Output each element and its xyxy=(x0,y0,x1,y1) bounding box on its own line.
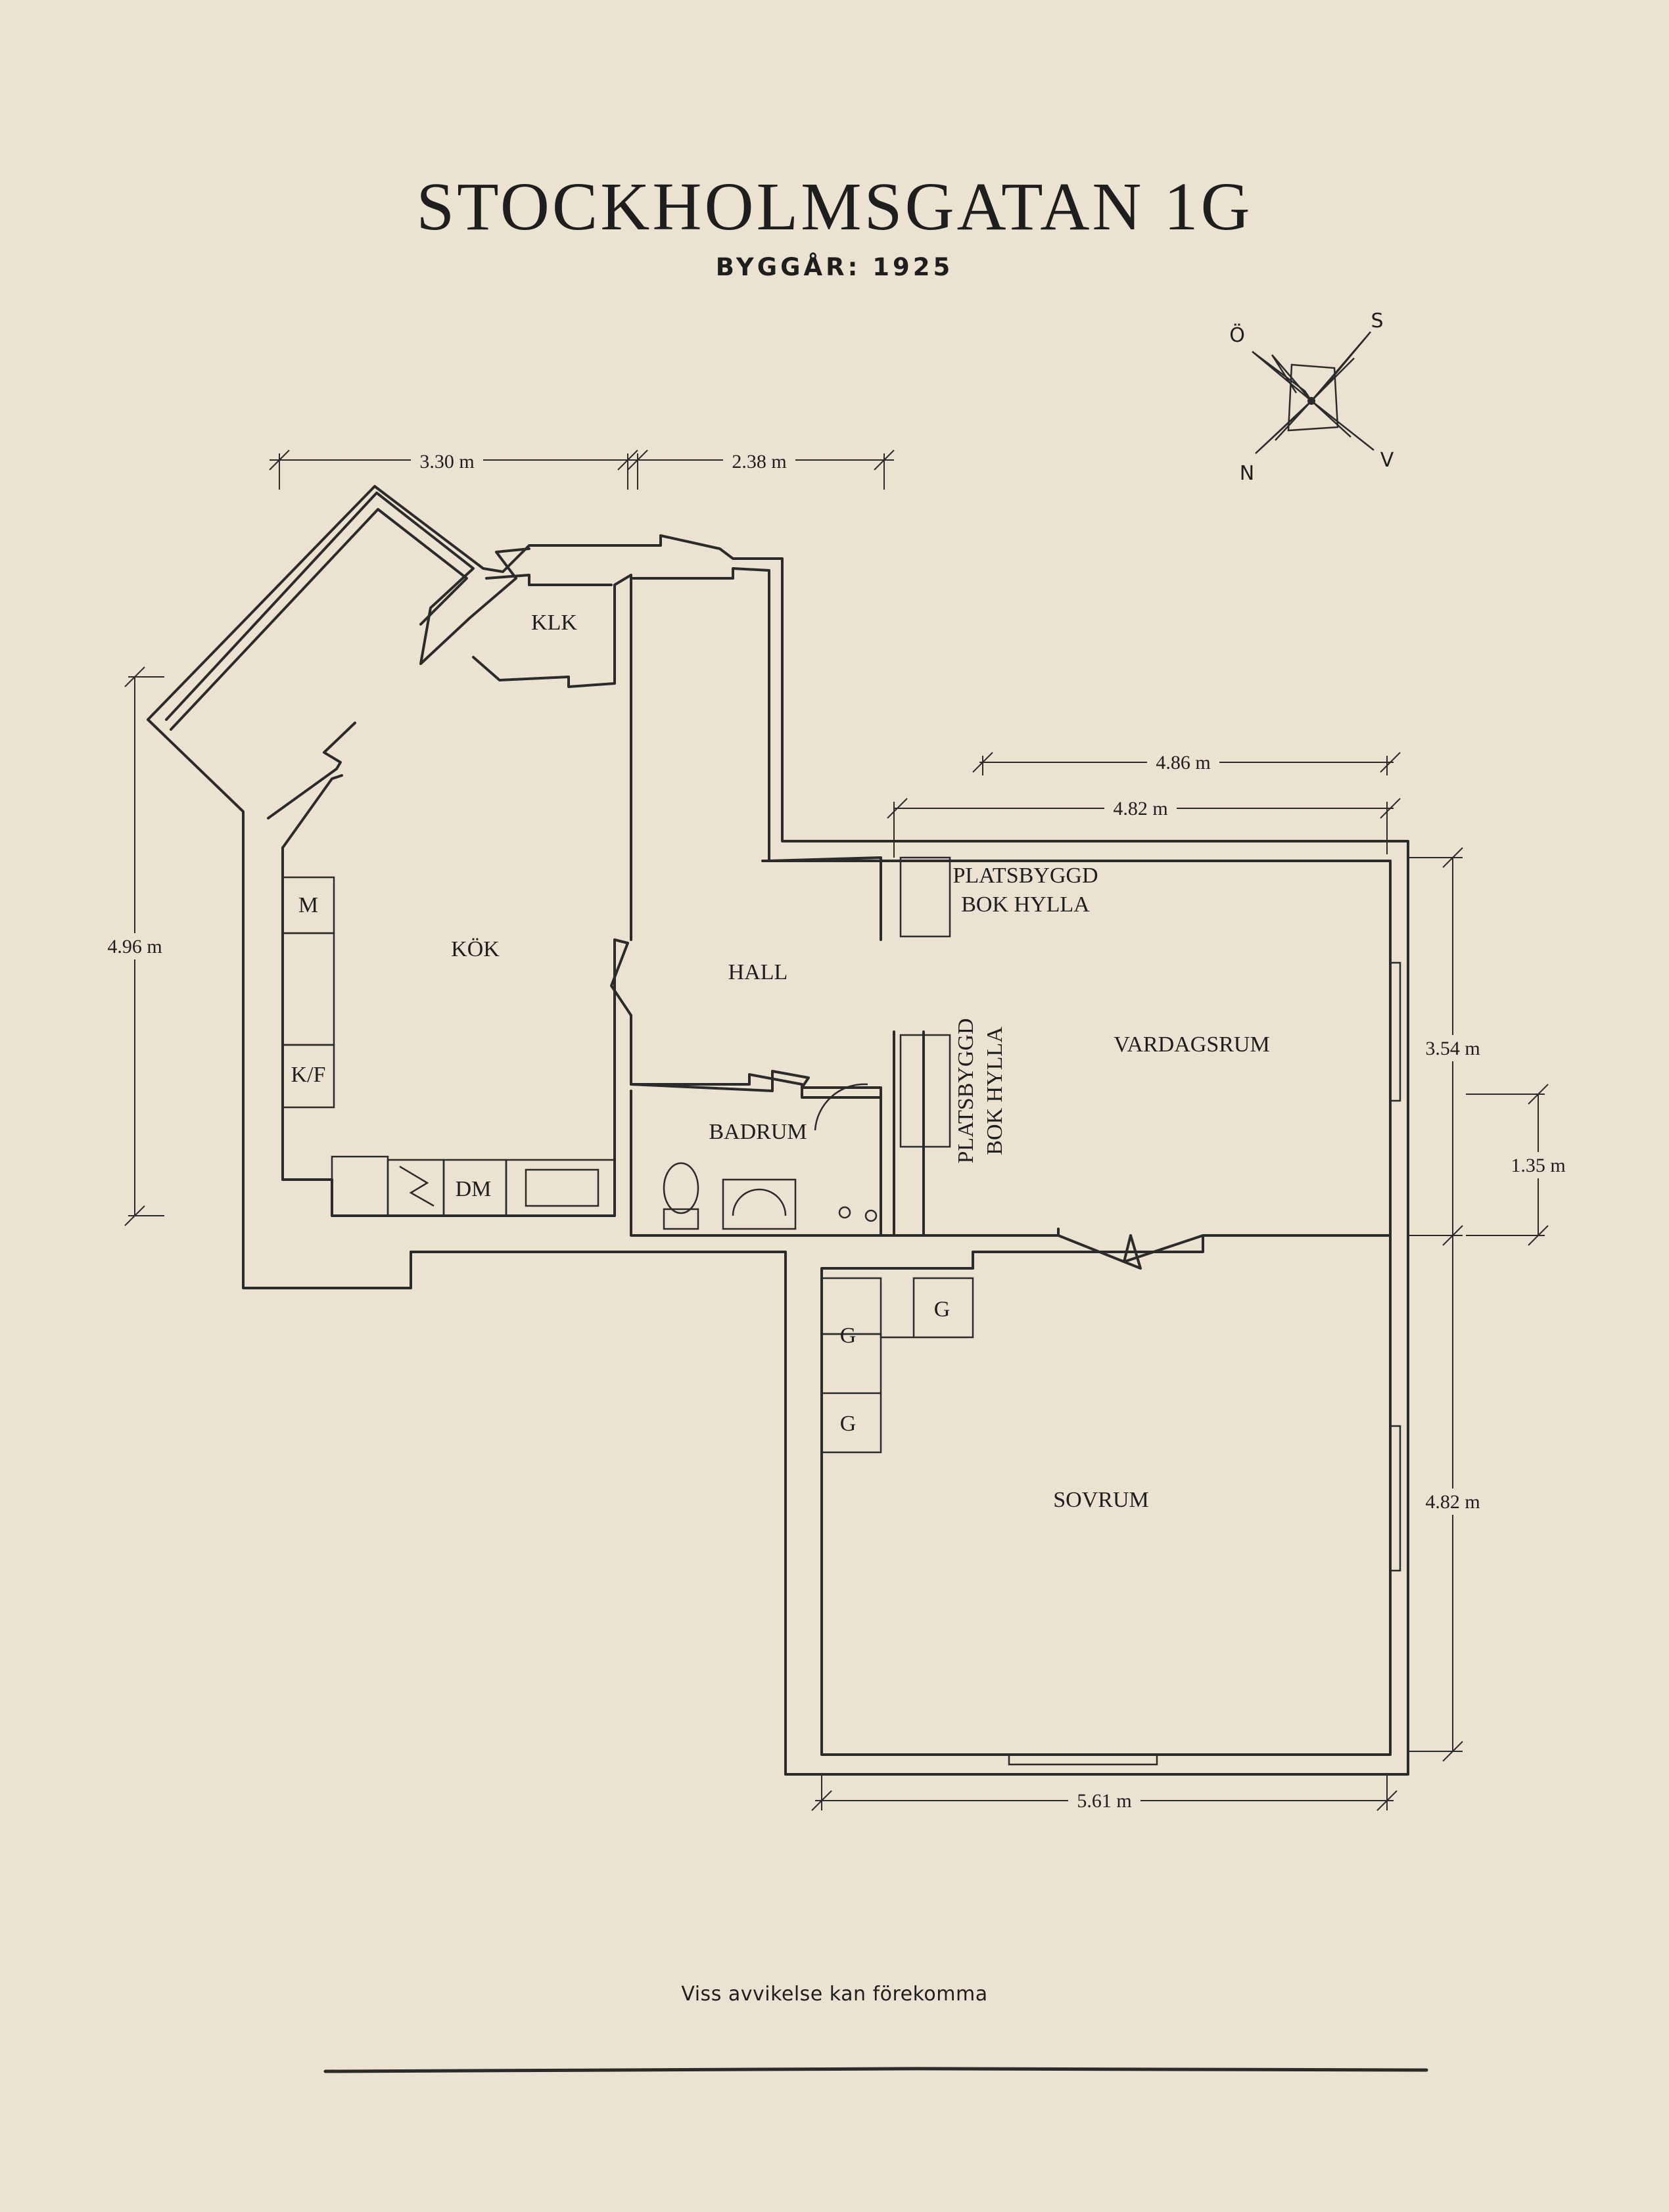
wardrobe-2: G xyxy=(840,1324,857,1348)
room-label-klk: KLK xyxy=(531,611,577,635)
compass-west: V xyxy=(1380,449,1394,472)
compass-north: N xyxy=(1240,462,1254,485)
interior-details xyxy=(281,856,1401,1766)
compass-rose-icon: Ö S N V xyxy=(1229,310,1394,485)
fixture-fridge-freezer: K/F xyxy=(291,1063,326,1087)
shelf-top-line1: PLATSBYGGD xyxy=(952,864,1098,888)
shelf-side-line2: BOK HYLLA xyxy=(983,1026,1007,1155)
compass-south: S xyxy=(1371,310,1383,333)
disclaimer: Viss avvikelse kan förekomma xyxy=(681,1983,988,2006)
compass-east: Ö xyxy=(1229,323,1245,347)
wardrobe-3: G xyxy=(840,1412,857,1436)
shelf-side-label: PLATSBYGGD BOK HYLLA xyxy=(954,1018,1007,1163)
dim-window-span: 1.35 m xyxy=(1511,1155,1565,1176)
dim-top-left: 3.30 m xyxy=(419,451,474,472)
shelf-top-line2: BOK HYLLA xyxy=(961,892,1090,917)
wardrobe-1: G xyxy=(934,1297,951,1322)
dim-living-outer: 4.86 m xyxy=(1156,752,1210,773)
dim-kitchen-height: 4.96 m xyxy=(107,936,162,957)
room-label-badrum: BADRUM xyxy=(709,1120,807,1144)
dim-top-right: 2.38 m xyxy=(732,451,786,472)
build-year: BYGGÅR: 1925 xyxy=(715,253,954,281)
fixture-dishwasher: DM xyxy=(456,1177,492,1201)
room-label-vardagsrum: VARDAGSRUM xyxy=(1114,1032,1269,1057)
room-label-sovrum: SOVRUM xyxy=(1053,1488,1148,1512)
dim-bedroom-height: 4.82 m xyxy=(1425,1491,1480,1513)
shelf-side-line1: PLATSBYGGD xyxy=(954,1018,978,1163)
room-label-hall: HALL xyxy=(728,960,788,984)
dim-bedroom-width: 5.61 m xyxy=(1077,1790,1131,1812)
page-title: STOCKHOLMSGATAN 1G xyxy=(416,169,1253,244)
footer-rule xyxy=(323,2067,1428,2073)
dim-living-height: 3.54 m xyxy=(1425,1038,1480,1059)
dimension-lines xyxy=(124,449,1549,1811)
room-label-kok: KÖK xyxy=(451,937,500,961)
fixture-microwave: M xyxy=(298,893,318,917)
dim-living-inner: 4.82 m xyxy=(1113,798,1167,819)
